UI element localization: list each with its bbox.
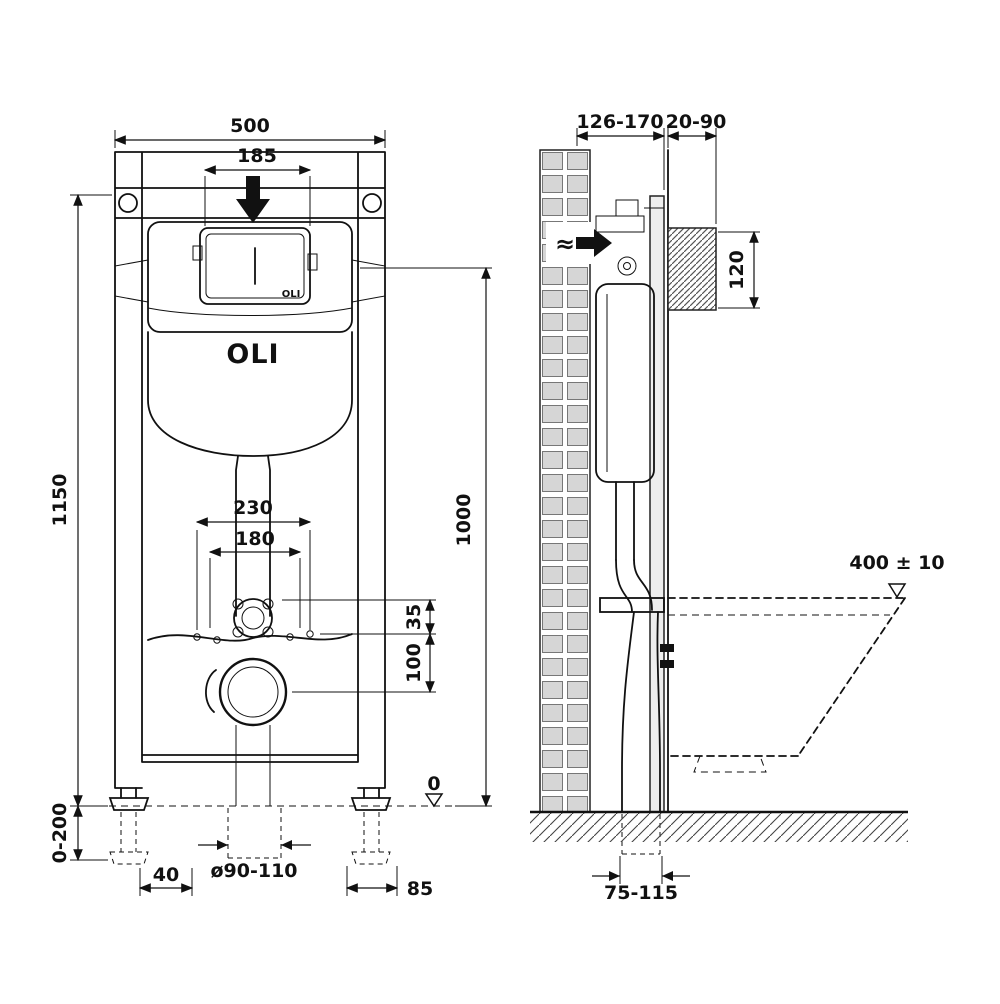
fixing-point <box>213 636 221 644</box>
corner-hole-right <box>362 193 382 213</box>
zero-level-label: 0 <box>427 773 440 795</box>
extended-legs-dashed <box>120 812 380 852</box>
outlet-clamp-lever <box>205 669 217 713</box>
fixing-point <box>193 633 201 641</box>
dim-offset-100-label: 100 <box>403 643 425 683</box>
dim-left-40: 40 <box>138 864 194 896</box>
foot-left <box>108 797 150 811</box>
support-bar <box>147 630 353 644</box>
inlet-arrow-icon <box>576 229 612 257</box>
zero-level-marker: 0 <box>424 773 444 808</box>
floor-section <box>530 810 908 842</box>
drain-pipe <box>621 611 661 813</box>
foot-right <box>350 797 392 811</box>
tank-body <box>147 331 353 457</box>
waste-outlet <box>205 657 288 859</box>
arrowhead <box>609 871 620 881</box>
dim-top-120: 120 <box>718 230 760 310</box>
panel-clip-left <box>192 245 203 261</box>
access-panel: OLI <box>192 227 318 305</box>
dim-legs-label: 0-200 <box>49 803 71 864</box>
panel-clip-right <box>307 253 318 271</box>
mounting-bolt <box>660 660 674 668</box>
wall-finish-block <box>667 227 717 311</box>
dim-plate-185: 185 <box>203 145 312 226</box>
inlet-assembly <box>595 199 664 276</box>
cistern-side-brackets <box>114 259 386 303</box>
flush-pipe <box>235 455 271 617</box>
dim-span-inner-label: 180 <box>235 528 275 550</box>
dim-depth-126-170: 126-170 <box>575 111 666 190</box>
level-triangle-icon <box>887 583 907 599</box>
dim-install-1000: 100 0 <box>360 266 492 808</box>
floor-hatch <box>530 812 908 842</box>
dim-outlet-diameter: ø90-110 <box>198 840 311 882</box>
arrowhead <box>281 840 292 850</box>
fixing-point <box>306 630 314 638</box>
dim-bowl-height-label: 400 ± 10 <box>849 552 944 574</box>
dim-span-180: 180 <box>208 528 302 628</box>
dim-install-label: 1000 <box>453 494 475 547</box>
dim-depth-label: 126-170 <box>576 111 663 133</box>
water-inlet: ≈ <box>546 222 612 264</box>
level-triangle-icon <box>424 793 444 808</box>
water-flow-symbol: ≈ <box>555 230 575 258</box>
foot-left-dashed <box>109 851 149 865</box>
flush-elbow-clamp <box>232 598 274 638</box>
dim-width-label: 500 <box>230 115 270 137</box>
down-arrow-icon <box>236 176 270 223</box>
dim-left-40-label: 40 <box>153 864 179 886</box>
toilet-bowl-dashed <box>667 597 906 773</box>
bowl-mounting-bracket <box>599 597 665 613</box>
dim-height-label: 1150 <box>49 474 71 527</box>
dim-right-85-label: 85 <box>407 878 433 900</box>
dim-plate-label: 185 <box>237 145 277 167</box>
dim-offset-35-label: 35 <box>403 604 425 630</box>
dim-span-outer-label: 230 <box>233 497 273 519</box>
dim-outlet-diameter-label: ø90-110 <box>210 860 297 882</box>
dim-wall-finish-label: 20-90 <box>666 111 727 133</box>
arrowhead <box>217 840 228 850</box>
dim-span-230: 230 <box>195 497 312 630</box>
side-view: ≈ <box>530 111 945 904</box>
dim-legs-0-200: 0-200 <box>49 803 108 864</box>
front-view: OLI OLI <box>49 115 492 900</box>
cistern <box>114 221 386 457</box>
foot-right-dashed <box>351 851 391 865</box>
dim-wall-20-90: 20-90 <box>666 111 727 224</box>
dim-width-500: 500 <box>113 115 387 148</box>
panel-brand-label: OLI <box>282 289 301 300</box>
dim-offset-35: 35 <box>282 598 436 636</box>
dim-drain-75-115: 75-115 <box>592 856 690 904</box>
dim-drain-distance-label: 75-115 <box>604 882 678 904</box>
corner-hole-left <box>118 193 138 213</box>
dim-bowl-height-400: 400 ± 10 <box>849 552 945 599</box>
arrowhead <box>662 871 673 881</box>
mounting-bolt <box>660 644 674 652</box>
brand-logo: OLI <box>226 339 279 370</box>
dim-offset-100: 100 <box>292 632 436 694</box>
bowl-foot-dashed <box>693 755 767 773</box>
dim-top-clearance-label: 120 <box>726 250 748 290</box>
fixing-point <box>286 633 294 641</box>
dim-right-85: 85 <box>345 866 433 900</box>
cistern-profile <box>595 283 655 483</box>
